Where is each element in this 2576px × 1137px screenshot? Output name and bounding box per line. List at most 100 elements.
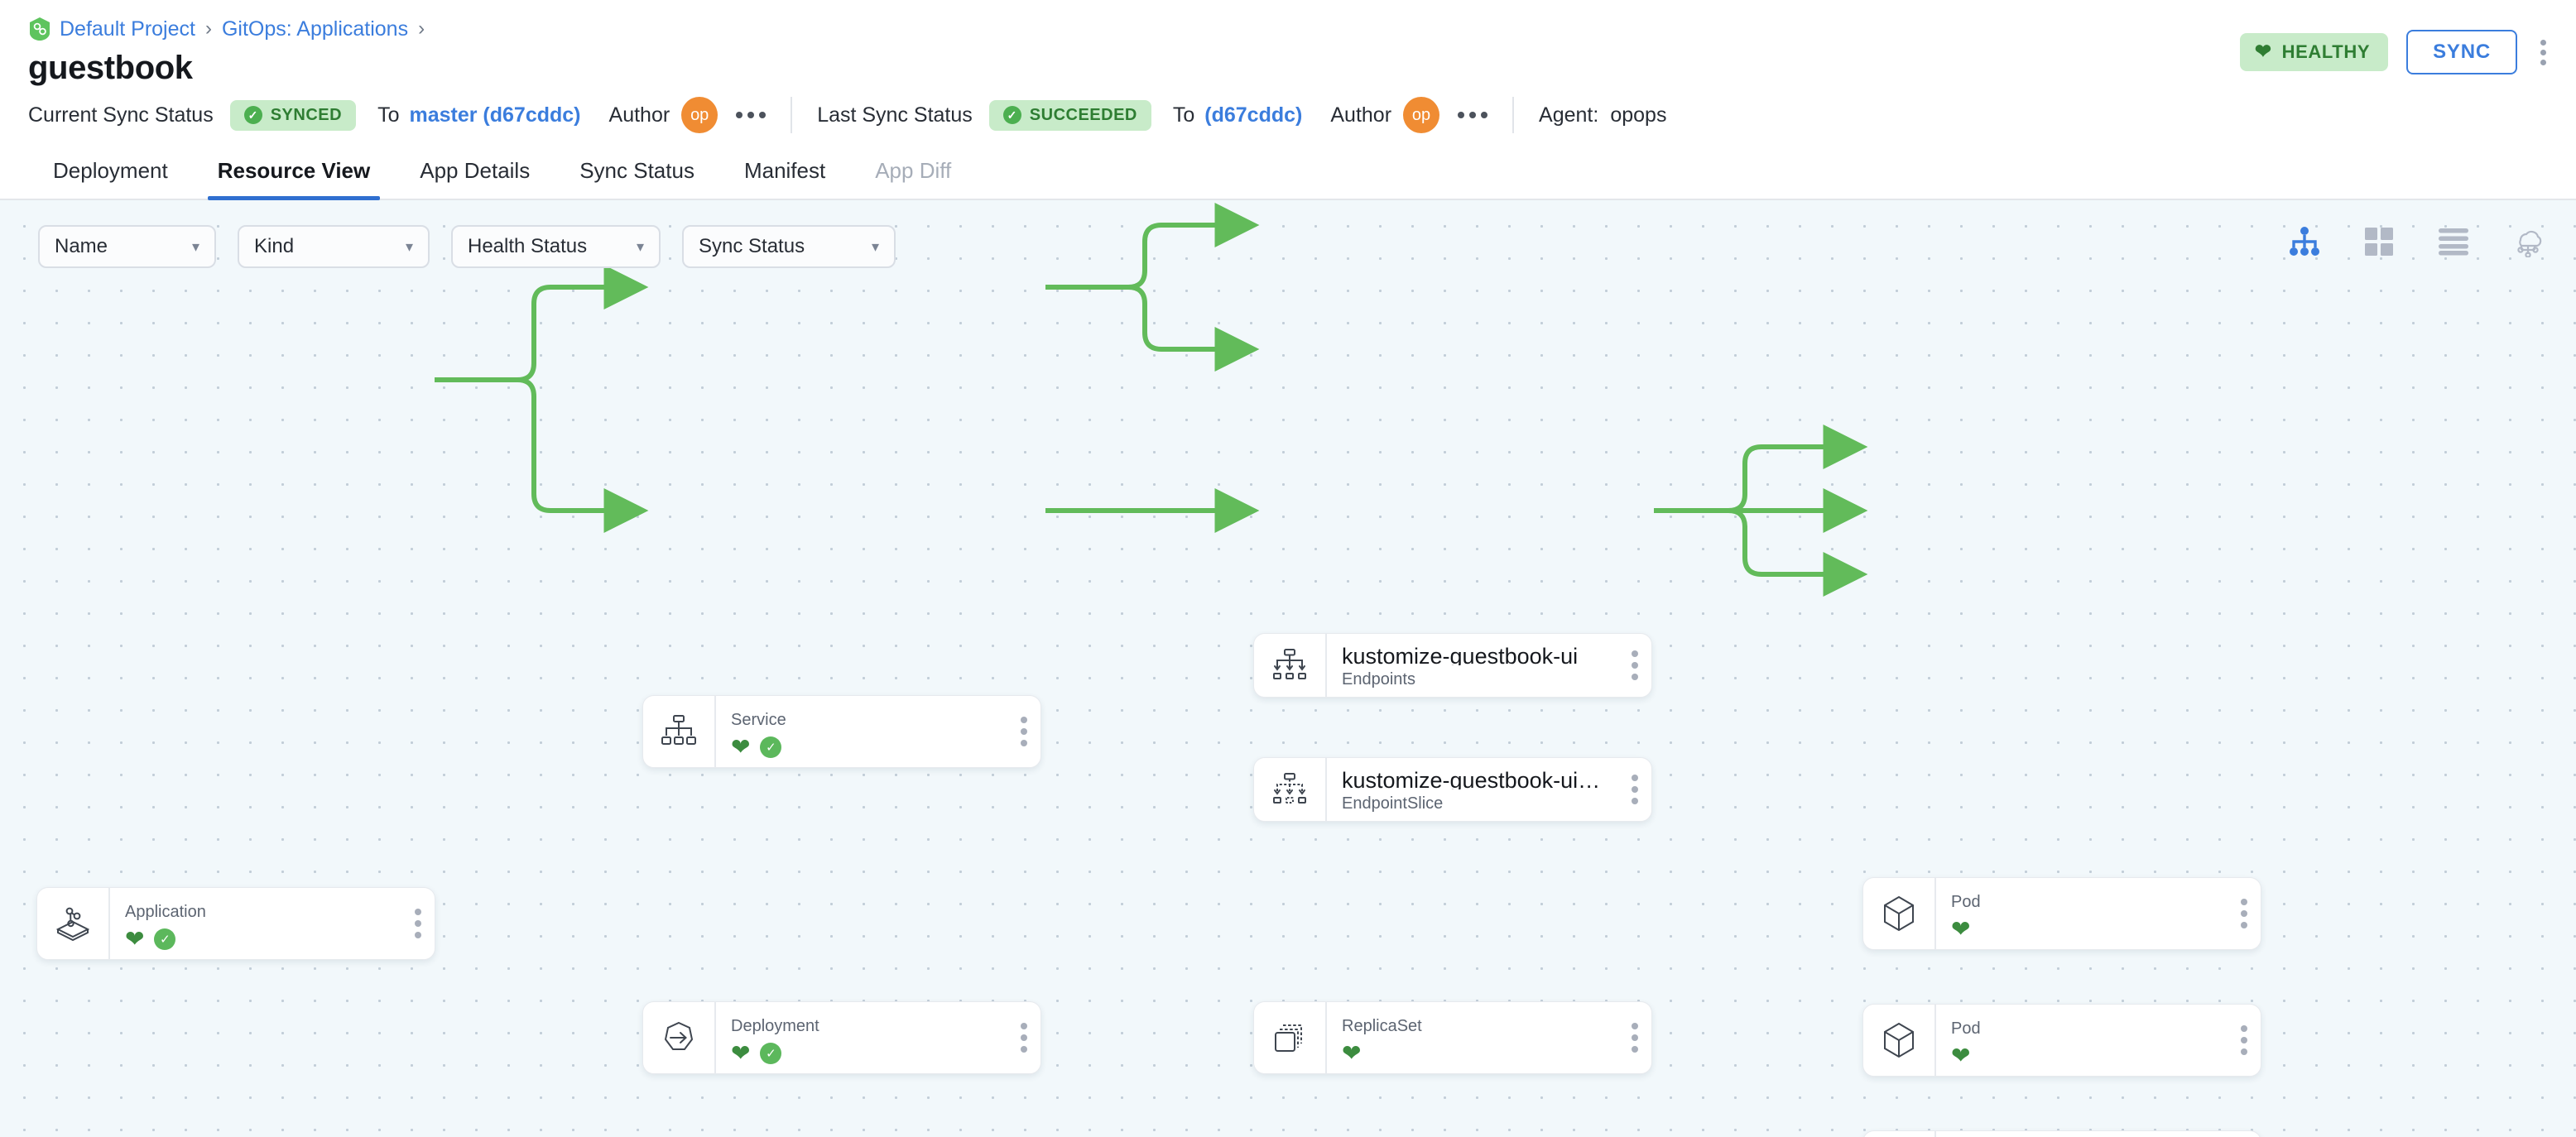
network-cloud-icon[interactable] [2510, 223, 2546, 260]
node-name: kustomize-guestbook-ui-… [1342, 768, 1608, 789]
last-author-ellipsis-icon[interactable] [1458, 112, 1488, 118]
header-overflow-menu-icon[interactable] [2535, 35, 2551, 70]
filter-kind-dropdown[interactable]: Kind ▾ [238, 225, 430, 268]
filter-kind-label: Kind [254, 235, 295, 257]
node-body: kustomize-guestbook-ui-… Pod ❤ [1934, 1131, 2261, 1137]
list-view-icon[interactable] [2435, 223, 2472, 260]
heart-icon: ❤ [2254, 41, 2272, 63]
node-kind: Application [125, 903, 206, 921]
node-kind: Endpoints [1342, 670, 1415, 688]
breadcrumb-item-gitops-applications[interactable]: GitOps: Applications [221, 17, 409, 41]
filter-bar: Name ▾ Kind ▾ Health Status ▾ Sync Statu… [38, 225, 896, 268]
header-actions: ❤ HEALTHY SYNC [2239, 30, 2551, 74]
current-sync-status-label: Current Sync Status [28, 103, 214, 127]
graph-node-pod-3[interactable]: kustomize-guestbook-ui-… Pod ❤ [1862, 1130, 2261, 1137]
status-divider [791, 97, 793, 133]
current-sync-status-badge: ✓ SYNCED [229, 99, 357, 131]
last-to-label: To [1172, 103, 1195, 127]
replicaset-icon [1254, 1002, 1325, 1073]
node-body: kustomize-guestbook-ui Deployment ❤ ✓ [714, 1002, 1040, 1073]
service-icon [643, 696, 714, 767]
heart-icon: ❤ [731, 734, 751, 760]
page-header: Default Project › GitOps: Applications ›… [0, 0, 2576, 87]
health-status-badge: ❤ HEALTHY [2239, 33, 2389, 71]
last-revision-link[interactable]: (d67cddc) [1204, 103, 1303, 127]
view-toggle-group [2286, 223, 2546, 260]
graph-node-endpointslice[interactable]: kustomize-guestbook-ui-… EndpointSlice [1253, 757, 1652, 822]
graph-node-application[interactable]: guestbook Application ❤ ✓ [36, 887, 435, 960]
filter-name-dropdown[interactable]: Name ▾ [38, 225, 216, 268]
node-overflow-menu-icon[interactable] [1632, 775, 1638, 804]
heart-icon: ❤ [731, 1040, 751, 1066]
agent-label: Agent: [1539, 103, 1599, 127]
tab-app-details[interactable]: App Details [420, 158, 531, 183]
graph-node-deployment[interactable]: kustomize-guestbook-ui Deployment ❤ ✓ [642, 1001, 1041, 1074]
endpoints-icon [1254, 634, 1325, 697]
check-circle-icon: ✓ [760, 1043, 782, 1064]
health-status-label: HEALTHY [2281, 41, 2371, 62]
graph-layer: guestbook Application ❤ ✓ [0, 200, 2576, 1137]
tab-bar: Deployment Resource View App Details Syn… [0, 146, 2576, 200]
node-overflow-menu-icon[interactable] [1021, 717, 1027, 746]
last-author-label: Author [1330, 103, 1392, 127]
node-status: ❤ [1342, 1042, 1651, 1065]
current-author-avatar[interactable]: op [681, 97, 718, 133]
filter-sync-status-dropdown[interactable]: Sync Status ▾ [682, 225, 896, 268]
pod-icon [1863, 878, 1934, 949]
edge-app-to-service [435, 265, 649, 382]
page-title: guestbook [28, 50, 193, 86]
current-sync-status-badge-label: SYNCED [270, 105, 343, 124]
last-sync-status-badge-label: SUCCEEDED [1029, 105, 1137, 124]
node-body: kustomize-guestbook-ui Service ❤ ✓ [714, 696, 1040, 767]
filter-sync-status-label: Sync Status [699, 235, 805, 257]
node-body: kustomize-guestbook-ui-… Pod ❤ [1934, 878, 2261, 949]
node-overflow-menu-icon[interactable] [2241, 899, 2247, 928]
node-overflow-menu-icon[interactable] [1021, 1023, 1027, 1053]
tab-sync-status[interactable]: Sync Status [579, 158, 694, 183]
node-status: ❤ [1951, 1044, 2261, 1067]
tab-manifest[interactable]: Manifest [743, 158, 826, 183]
node-body: kustomize-guestbook-ui-… ReplicaSet ❤ [1325, 1002, 1651, 1073]
application-icon [37, 888, 108, 959]
sync-button[interactable]: SYNC [2406, 30, 2517, 74]
sync-status-bar: Current Sync Status ✓ SYNCED To master (… [0, 87, 2576, 146]
tree-view-icon[interactable] [2286, 223, 2323, 260]
argo-project-icon [28, 17, 51, 41]
node-overflow-menu-icon[interactable] [2241, 1025, 2247, 1055]
breadcrumb-item-default-project[interactable]: Default Project [60, 17, 195, 41]
check-circle-icon: ✓ [154, 928, 176, 950]
heart-icon: ❤ [1951, 1043, 1971, 1068]
filter-health-status-dropdown[interactable]: Health Status ▾ [451, 225, 661, 268]
graph-node-service[interactable]: kustomize-guestbook-ui Service ❤ ✓ [642, 695, 1041, 768]
breadcrumb-separator-icon-2: › [418, 17, 425, 40]
pod-icon [1863, 1131, 1934, 1137]
node-body: kustomize-guestbook-ui-… Pod ❤ [1934, 1005, 2261, 1076]
grid-view-icon[interactable] [2361, 223, 2397, 260]
heart-icon: ❤ [1342, 1040, 1362, 1066]
graph-node-pod-1[interactable]: kustomize-guestbook-ui-… Pod ❤ [1862, 877, 2261, 950]
node-status: ❤ ✓ [125, 928, 435, 951]
node-overflow-menu-icon[interactable] [1632, 1023, 1638, 1053]
chevron-down-icon: ▾ [191, 238, 199, 255]
node-kind: Deployment [731, 1017, 819, 1035]
endpointslice-icon [1254, 758, 1325, 821]
current-revision-link[interactable]: master (d67cddc) [409, 103, 581, 127]
tab-app-diff: App Diff [875, 158, 952, 183]
current-author-ellipsis-icon[interactable] [736, 112, 767, 118]
node-kind: EndpointSlice [1342, 794, 1444, 813]
tab-deployment[interactable]: Deployment [53, 158, 168, 183]
node-overflow-menu-icon[interactable] [415, 909, 421, 938]
graph-node-endpoints[interactable]: kustomize-guestbook-ui Endpoints [1253, 633, 1652, 698]
chevron-down-icon-4: ▾ [871, 238, 879, 255]
graph-node-replicaset[interactable]: kustomize-guestbook-ui-… ReplicaSet ❤ [1253, 1001, 1652, 1074]
tab-resource-view[interactable]: Resource View [193, 146, 396, 200]
graph-node-pod-2[interactable]: kustomize-guestbook-ui-… Pod ❤ [1862, 1004, 2261, 1077]
node-kind: Service [731, 711, 786, 729]
check-circle-icon-2: ✓ [1002, 106, 1021, 124]
node-kind: Pod [1951, 1019, 1981, 1038]
node-overflow-menu-icon[interactable] [1632, 650, 1638, 680]
last-author-avatar[interactable]: op [1403, 97, 1440, 133]
resource-graph-canvas[interactable]: Name ▾ Kind ▾ Health Status ▾ Sync Statu… [0, 200, 2576, 1137]
check-circle-icon: ✓ [760, 736, 782, 758]
